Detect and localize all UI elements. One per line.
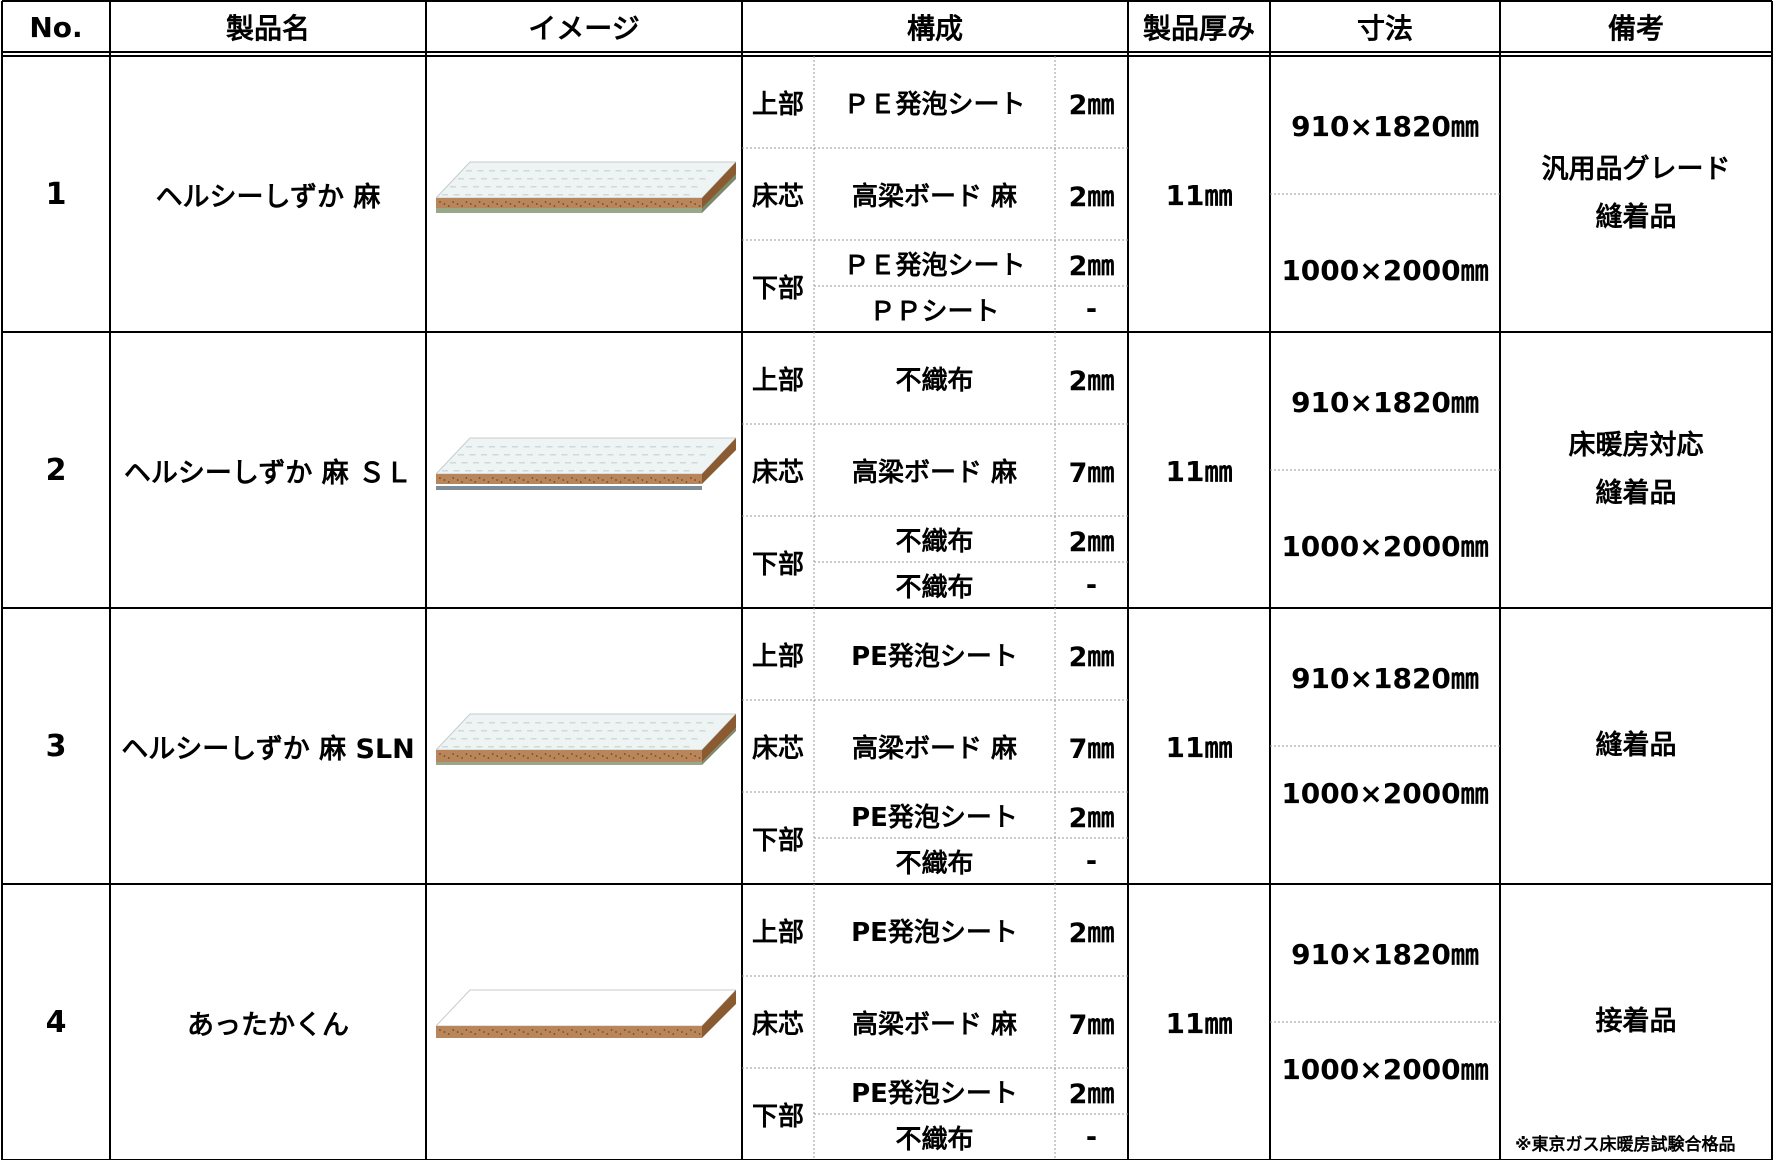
layer-label-bottom: 下部: [751, 273, 804, 304]
layer-material: 高梁ボード 麻: [851, 1009, 1018, 1040]
layer-material: PE発泡シート: [851, 1078, 1018, 1109]
layer-material: ＰＥ発泡シート: [843, 89, 1026, 120]
layer-thickness: -: [1085, 569, 1098, 601]
header-size: 寸法: [1356, 12, 1413, 45]
remarks-line: 接着品: [1595, 1006, 1677, 1037]
layer-thickness: 7㎜: [1068, 457, 1115, 489]
size-small: 910×1820㎜: [1291, 938, 1479, 971]
size-small: 910×1820㎜: [1291, 662, 1479, 695]
row-number: 2: [45, 452, 67, 488]
remarks-line: 縫着品: [1595, 202, 1677, 233]
row-number: 3: [45, 728, 67, 764]
layer-thickness: 2㎜: [1068, 89, 1115, 121]
header-image: イメージ: [528, 12, 640, 45]
size-large: 1000×2000㎜: [1281, 1053, 1489, 1086]
product-name: ヘルシーしずか 麻 SLN: [121, 733, 415, 765]
layer-thickness: -: [1085, 293, 1098, 325]
layer-label-top: 上部: [751, 365, 804, 396]
layer-material: 不織布: [895, 1124, 974, 1155]
row-number: 4: [45, 1004, 67, 1040]
layer-material: PE発泡シート: [851, 641, 1018, 672]
header-thickness: 製品厚み: [1142, 12, 1255, 45]
layer-thickness: -: [1085, 845, 1098, 877]
header-product-name: 製品名: [225, 12, 310, 45]
remarks: 接着品: [1500, 884, 1772, 1160]
remarks: 床暖房対応縫着品: [1500, 332, 1772, 608]
layer-label-core: 床芯: [751, 181, 804, 212]
board-image: [436, 989, 736, 1038]
footnote: ※東京ガス床暖房試験合格品: [1515, 1135, 1736, 1155]
header-no: No.: [29, 10, 83, 44]
layer-thickness: 2㎜: [1068, 181, 1115, 213]
board-image: [436, 437, 736, 490]
layer-thickness: 2㎜: [1068, 365, 1115, 397]
layer-label-core: 床芯: [751, 1009, 804, 1040]
size-large: 1000×2000㎜: [1281, 777, 1489, 810]
layer-material: 高梁ボード 麻: [851, 733, 1018, 764]
remarks-line: 縫着品: [1595, 478, 1677, 509]
size-large: 1000×2000㎜: [1281, 254, 1489, 287]
board-image: [436, 161, 736, 213]
remarks: 汎用品グレード縫着品: [1500, 56, 1772, 332]
layer-thickness: 2㎜: [1068, 1078, 1115, 1110]
layer-thickness: 2㎜: [1068, 526, 1115, 558]
size-small: 910×1820㎜: [1291, 110, 1479, 143]
board-image: [436, 713, 736, 765]
layer-label-bottom: 下部: [751, 825, 804, 856]
layer-material: 不織布: [895, 848, 974, 879]
remarks-line: 縫着品: [1595, 730, 1677, 761]
product-name: ヘルシーしずか 麻 ＳＬ: [123, 457, 413, 489]
layer-material: 不織布: [895, 365, 974, 396]
layer-label-top: 上部: [751, 89, 804, 120]
layer-material: PE発泡シート: [851, 802, 1018, 833]
layer-thickness: 7㎜: [1068, 1009, 1115, 1041]
layer-thickness: 2㎜: [1068, 802, 1115, 834]
layer-label-core: 床芯: [751, 457, 804, 488]
layer-material: PE発泡シート: [851, 917, 1018, 948]
layer-thickness: -: [1085, 1121, 1098, 1153]
layer-thickness: 2㎜: [1068, 641, 1115, 673]
layer-label-bottom: 下部: [751, 549, 804, 580]
layer-material: 高梁ボード 麻: [851, 181, 1018, 212]
layer-thickness: 7㎜: [1068, 733, 1115, 765]
layer-thickness: 2㎜: [1068, 250, 1115, 282]
layer-material: ＰＰシート: [869, 296, 1000, 327]
layer-material: 不織布: [895, 572, 974, 603]
layer-label-top: 上部: [751, 641, 804, 672]
layer-label-core: 床芯: [751, 733, 804, 764]
product-thickness: 11㎜: [1165, 731, 1233, 764]
product-name: ヘルシーしずか 麻: [155, 181, 381, 213]
remarks-line: 汎用品グレード: [1541, 154, 1731, 185]
row-number: 1: [45, 176, 67, 212]
layer-material: 高梁ボード 麻: [851, 457, 1018, 488]
product-thickness: 11㎜: [1165, 179, 1233, 212]
size-large: 1000×2000㎜: [1281, 530, 1489, 563]
layer-label-top: 上部: [751, 917, 804, 948]
layer-label-bottom: 下部: [751, 1101, 804, 1132]
size-small: 910×1820㎜: [1291, 386, 1479, 419]
header-remarks: 備考: [1607, 12, 1664, 45]
product-thickness: 11㎜: [1165, 455, 1233, 488]
remarks: 縫着品: [1500, 608, 1772, 884]
layer-material: 不織布: [895, 526, 974, 557]
product-thickness: 11㎜: [1165, 1007, 1233, 1040]
layer-material: ＰＥ発泡シート: [843, 250, 1026, 281]
product-name: あったかくん: [187, 1009, 349, 1041]
layer-thickness: 2㎜: [1068, 917, 1115, 949]
header-composition: 構成: [906, 12, 963, 45]
remarks-line: 床暖房対応: [1568, 430, 1704, 461]
